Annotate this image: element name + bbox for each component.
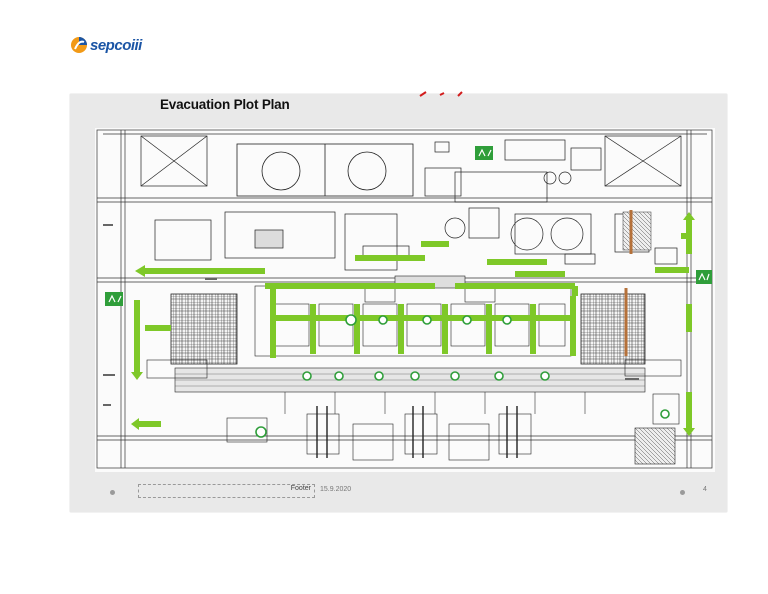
slide-left-dot (110, 490, 115, 495)
secondary-route (624, 210, 633, 356)
page-number: 4 (703, 486, 707, 493)
footer-text: Footer (290, 485, 311, 492)
company-logo: sepcoiii (70, 36, 142, 54)
evacuation-plot-plan-drawing (95, 128, 715, 472)
slide: Evacuation Plot Plan (70, 91, 727, 512)
assembly-point-icon (696, 270, 712, 284)
footer-date: 15.9.2020 (320, 486, 352, 493)
block-left-hatched (170, 293, 238, 365)
roof-building-left (140, 135, 208, 187)
sepco-logo-icon (70, 36, 88, 54)
assembly-point-icon (475, 146, 493, 160)
tank-area (236, 143, 414, 197)
red-mark-decoration (419, 91, 463, 97)
block-right-hatched (580, 293, 646, 365)
roof-building-right (604, 135, 682, 187)
slide-title: Evacuation Plot Plan (160, 97, 290, 112)
logo-text: sepcoiii (90, 36, 142, 54)
emergency-shower-icon (255, 314, 670, 438)
assembly-point-icon (105, 292, 123, 306)
footer-placeholder: Footer (138, 484, 315, 498)
slide-right-dot (680, 490, 685, 495)
